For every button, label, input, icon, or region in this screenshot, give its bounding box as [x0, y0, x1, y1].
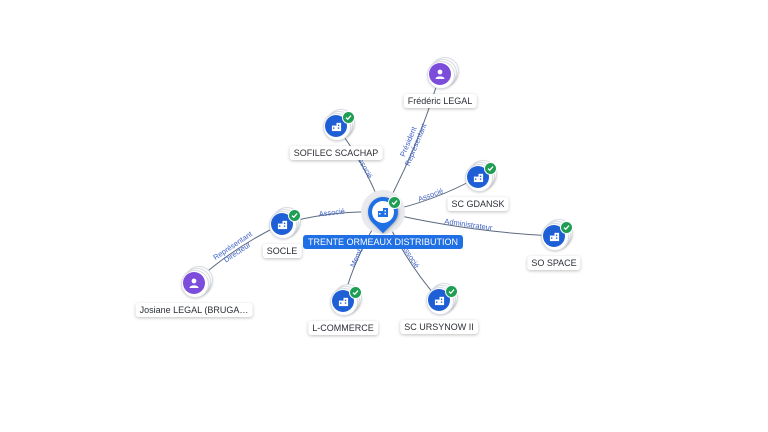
building-icon — [325, 115, 347, 137]
building-icon — [543, 225, 565, 247]
edges-layer — [193, 73, 555, 302]
building-icon — [428, 289, 450, 311]
verified-check-icon — [288, 209, 301, 222]
edge-label: Administrateur — [444, 217, 494, 233]
edge-label: Associé — [318, 207, 345, 219]
person-icon — [429, 63, 451, 85]
node-label[interactable]: SOCLE — [262, 244, 302, 258]
building-icon — [271, 213, 293, 235]
node-label[interactable]: SC URSYNOW II — [400, 320, 478, 334]
node-label[interactable]: Frédéric LEGAL — [403, 94, 477, 108]
building-icon — [467, 166, 489, 188]
edge-label: Associé — [417, 186, 445, 204]
node-label[interactable]: Josiane LEGAL (BRUGA… — [135, 303, 253, 317]
verified-check-icon — [388, 196, 401, 209]
node-label[interactable]: SO SPACE — [527, 256, 581, 270]
verified-check-icon — [349, 286, 362, 299]
verified-check-icon — [484, 162, 497, 175]
node-label[interactable]: SOFILEC SCACHAP — [289, 146, 383, 160]
verified-check-icon — [445, 285, 458, 298]
center-node-label[interactable]: TRENTE ORMEAUX DISTRIBUTION — [302, 235, 464, 249]
building-icon — [332, 290, 354, 312]
verified-check-icon — [560, 221, 573, 234]
verified-check-icon — [342, 111, 355, 124]
node-label[interactable]: L-COMMERCE — [308, 321, 378, 335]
node-label[interactable]: SC GDANSK — [447, 197, 509, 211]
person-icon — [183, 272, 205, 294]
